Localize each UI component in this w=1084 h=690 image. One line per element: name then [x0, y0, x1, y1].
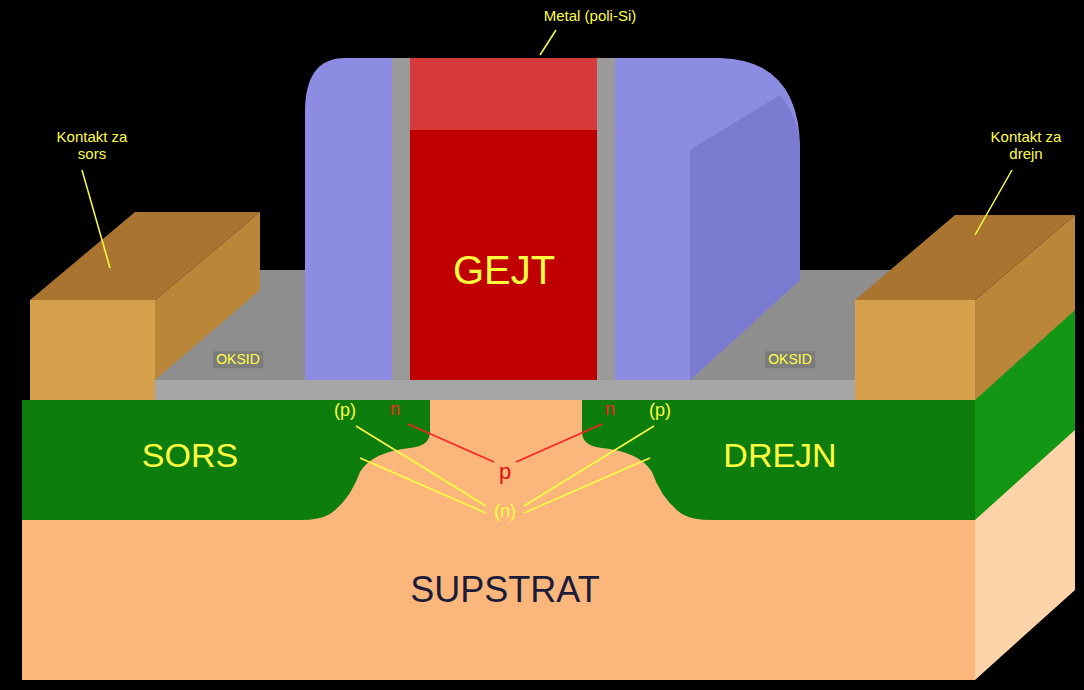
gate-liner — [597, 58, 615, 380]
source-region: SORS — [22, 400, 432, 525]
right-spacer-side — [690, 95, 800, 380]
leader-line — [360, 458, 486, 513]
leader-line — [540, 30, 556, 55]
gate-liner — [392, 58, 410, 380]
drain-region: DREJN — [582, 400, 975, 525]
doping-label: n — [390, 400, 400, 420]
doping-label: p — [499, 460, 511, 484]
right-spacer — [615, 58, 800, 380]
region-label: GEJT — [453, 248, 555, 292]
source-region — [22, 400, 430, 520]
doping-label: (p) — [649, 401, 671, 421]
doping-label: (n) — [494, 502, 516, 522]
part-label: Kontakt za drejn — [989, 129, 1063, 162]
gate-top — [410, 58, 597, 130]
oxide-front — [150, 380, 855, 400]
gate-region: GEJT — [410, 130, 597, 380]
source-contact — [30, 300, 155, 400]
drain-contact-side — [975, 215, 1075, 400]
leader-line — [408, 424, 494, 462]
oxide-label: OKSID — [213, 351, 263, 368]
drain-contact — [855, 300, 975, 400]
leader-line — [516, 424, 602, 462]
doping-label: (p) — [334, 401, 356, 421]
left-spacer — [305, 58, 392, 380]
substrate-region: SUPSTRAT SORS DREJN — [22, 400, 975, 680]
region-label: DREJN — [723, 437, 836, 474]
oxide-label: OKSID — [765, 351, 815, 368]
leader-line — [82, 170, 110, 268]
drain-region — [582, 400, 975, 520]
part-label: Metal (poli-Si) — [544, 8, 637, 25]
leader-line — [356, 426, 486, 506]
part-label: Kontakt za sors — [55, 129, 129, 162]
leader-line — [524, 426, 654, 506]
leader-line — [524, 458, 650, 513]
doping-label: n — [605, 400, 615, 420]
leader-line — [975, 170, 1012, 235]
region-label: SUPSTRAT — [410, 570, 599, 610]
region-label: SORS — [142, 437, 238, 474]
gate-front — [410, 130, 597, 380]
substrate-front — [22, 400, 975, 680]
